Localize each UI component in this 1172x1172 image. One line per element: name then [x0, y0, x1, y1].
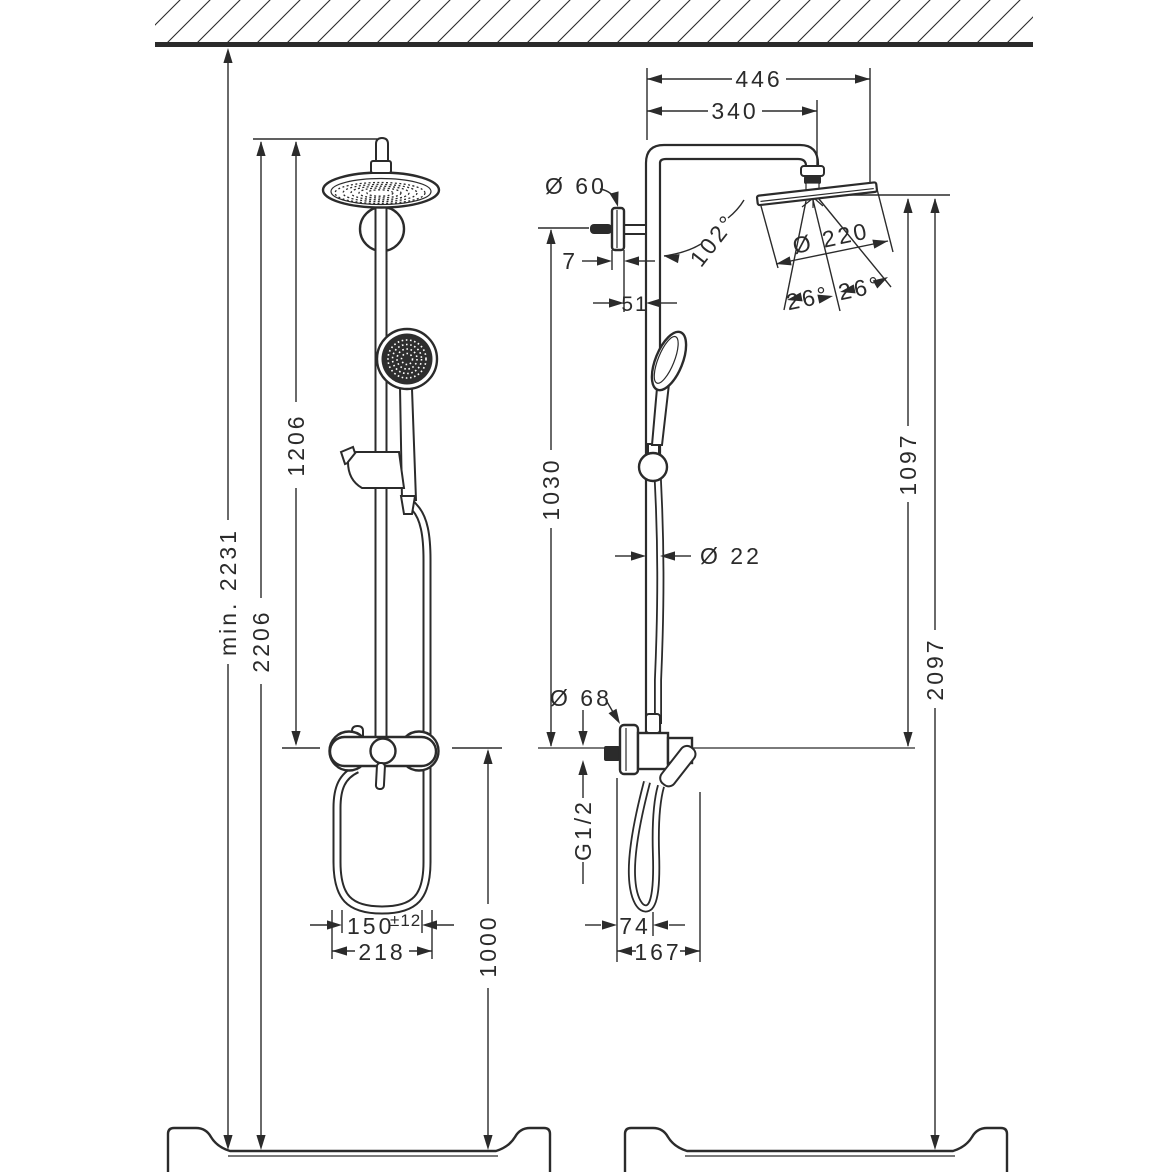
wall-flange: [610, 206, 626, 252]
dim-thread-size-label: G1/2: [570, 799, 596, 861]
dim-spray-angle-left-label: 26°: [784, 281, 832, 316]
dim-hose-width-label: 218: [358, 939, 405, 965]
dim-hose-loop-offset: 74: [585, 913, 685, 939]
dim-head-diameter: Ø 220: [775, 217, 889, 269]
dim-min-total-height-label: min. 2231: [215, 528, 241, 656]
dim-valve-reach: 167: [617, 939, 700, 965]
dim-arm-reach: 340: [647, 98, 817, 124]
dim-arm-reach-label: 340: [711, 98, 758, 124]
dim-riser-length-label: 1206: [283, 413, 309, 476]
supply-stub: [590, 224, 612, 234]
dim-pipe-top-height-label: 2206: [248, 609, 274, 672]
mixer-lever-front: [374, 761, 386, 790]
dim-mixer-height-label: 1000: [475, 914, 501, 977]
dim-wall-flange-diameter: Ø 60: [545, 173, 623, 209]
spray-fan: [783, 198, 892, 312]
dim-bar-height: 1030: [538, 229, 564, 747]
dim-supply-flange-diameter-label: Ø 68: [550, 685, 612, 711]
hand-shower-head: [375, 327, 439, 391]
shower-hose-side: [627, 447, 665, 913]
dim-spray-angle-right-label: 26°: [836, 271, 884, 306]
front-view: [321, 136, 441, 915]
dimensions-front: min. 2231 2206 1206 1000: [215, 48, 502, 1150]
dim-head-angle: 102°: [663, 199, 745, 272]
dim-mixer-height: 1000: [475, 749, 501, 1150]
mixer-lever-side: [659, 744, 697, 788]
ceiling-section: [155, 0, 1033, 47]
diverter-knob: [645, 713, 661, 734]
dim-supply-flange-diameter: Ø 68: [550, 685, 624, 727]
hose-nut: [399, 495, 417, 515]
dim-head-above-mixer: 1097: [895, 198, 921, 747]
dim-hose-spread-tolerance: ±12: [390, 911, 421, 930]
dim-head-angle-label: 102°: [684, 209, 741, 272]
mixer-flange-side: [618, 723, 640, 776]
overhead-joint: [800, 165, 825, 191]
slider-knob: [637, 443, 669, 483]
dim-flange-depth-label: 7: [562, 248, 578, 274]
supply-thread-stub: [604, 746, 620, 761]
mixer-cartridge: [369, 737, 397, 765]
shower-tray-left: [166, 1126, 552, 1172]
shower-tray-right: [623, 1126, 1009, 1172]
pipe-top-cap: [375, 136, 389, 163]
slide-bar-holder: [339, 445, 406, 489]
overhead-shower-side: [755, 181, 879, 207]
wall-connector: [590, 206, 647, 252]
pipe-top-collar: [370, 160, 392, 174]
dim-hose-spread-label: 150: [347, 913, 394, 939]
dim-head-above-tray-label: 2097: [922, 637, 948, 700]
dim-head-above-mixer-label: 1097: [895, 432, 921, 495]
shower-hose-front: [332, 498, 432, 915]
dim-hose-spread: 150 ±12: [310, 911, 454, 939]
hand-shower-side: [650, 330, 688, 446]
dim-flange-depth: 7: [562, 248, 655, 274]
dim-pipe-diameter: Ø 22: [615, 543, 762, 569]
dim-spray-angles: 26° 26°: [784, 271, 891, 316]
side-view: [538, 143, 915, 913]
dim-hose-width: 218: [332, 939, 432, 965]
ceiling-hatch: [155, 0, 1033, 42]
dim-wall-flange-diameter-label: Ø 60: [545, 173, 607, 199]
dim-wall-offset: 51: [593, 293, 677, 316]
ceiling-slab-line: [155, 42, 1033, 47]
dim-wall-offset-label: 51: [621, 293, 648, 316]
dim-min-total-height: min. 2231: [215, 48, 241, 1150]
dim-bar-height-label: 1030: [538, 457, 564, 520]
dim-riser-length: 1206: [283, 141, 309, 746]
mixer-side: [604, 713, 697, 788]
spray-nozzle-lines: [801, 198, 824, 208]
dim-total-reach: 446: [647, 66, 870, 92]
dim-valve-reach-label: 167: [634, 939, 681, 965]
dim-head-above-tray: 2097: [922, 198, 948, 1150]
dim-total-reach-label: 446: [735, 66, 782, 92]
dim-thread-size: G1/2: [570, 710, 596, 884]
overhead-shower: [321, 171, 441, 209]
dim-pipe-top-height: 2206: [248, 141, 274, 1150]
mixer-front: [328, 724, 440, 790]
dim-hose-loop-offset-label: 74: [619, 913, 651, 939]
mixer-body-side: [636, 731, 670, 771]
dim-pipe-diameter-label: Ø 22: [700, 543, 762, 569]
